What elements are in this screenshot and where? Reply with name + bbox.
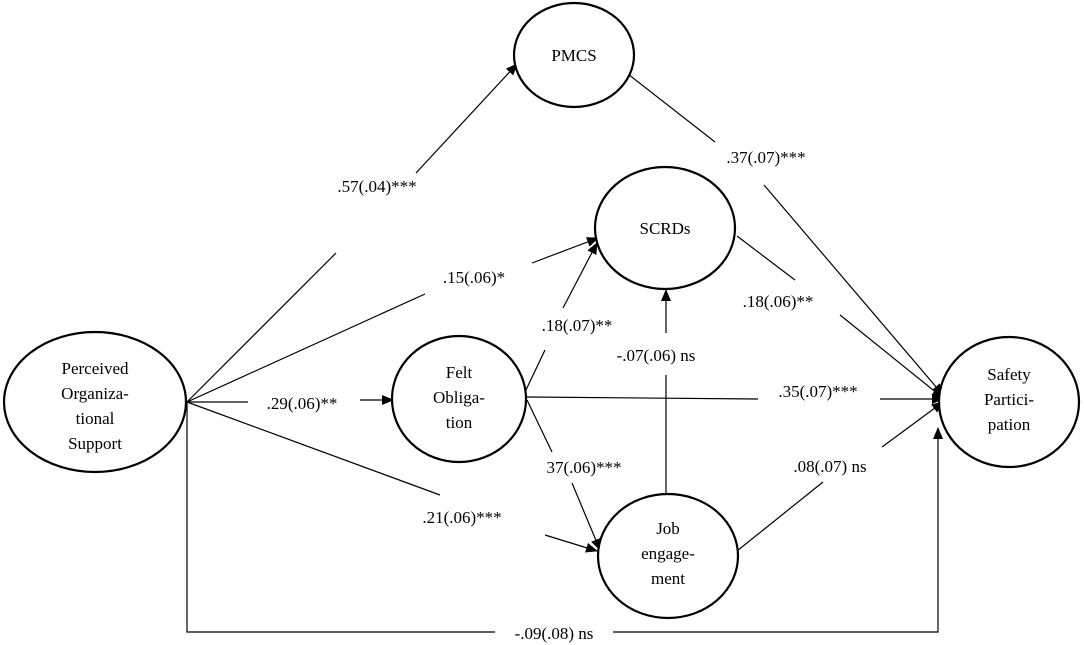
edge-felt-scrds <box>524 349 546 393</box>
node-safety-participation: Safety Partici- pation <box>937 335 1081 469</box>
edge-pmcs-safety-arrow <box>763 184 944 396</box>
edge-job-safety-arrow <box>881 401 944 448</box>
coef-felt-safety: .35(.07)*** <box>778 382 857 401</box>
node-label-line: SCRDs <box>639 219 690 238</box>
coef-scrds-safety: .18(.06)** <box>743 292 814 311</box>
edge-scrds-safety-arrow <box>839 314 944 399</box>
coef-pos-safety: -.09(.08) ns <box>515 624 594 643</box>
node-label-line: PMCS <box>551 46 596 65</box>
edge-felt-job-arrow <box>571 482 601 551</box>
edge-job-safety <box>736 481 824 552</box>
edge-felt-job <box>526 399 553 453</box>
node-scrds: SCRDs <box>593 165 737 291</box>
node-label-line: ment <box>651 569 685 588</box>
edge-felt-scrds-arrow <box>562 242 598 309</box>
edge-scrds-safety <box>736 235 796 281</box>
node-job-engagement: Job engage- ment <box>596 492 740 620</box>
edge-pos-scrds-arrow <box>531 237 599 264</box>
edge-pos-scrds <box>186 293 426 403</box>
node-label-line: Partici- <box>984 390 1034 409</box>
edge-pmcs-safety <box>627 73 716 143</box>
coef-job-safety: .08(.07) ns <box>793 457 866 476</box>
node-label-line: Job <box>656 519 680 538</box>
edge-pos-pmcs-arrow <box>415 63 518 174</box>
node-label-line: Obliga- <box>433 388 485 407</box>
node-label-line: Support <box>68 434 122 453</box>
coef-pos-felt: .29(.06)** <box>267 394 338 413</box>
node-label-line: pation <box>988 415 1031 434</box>
coef-pos-job: .21(.06)*** <box>422 508 501 527</box>
node-felt-obligation: Felt Obliga- tion <box>390 334 528 464</box>
node-label-line: Organiza- <box>61 384 129 403</box>
coef-pmcs-safety: .37(.07)*** <box>726 148 805 167</box>
edge-pos-safety-right <box>613 427 943 633</box>
coef-pos-scrds: .15(.06)* <box>443 268 505 287</box>
node-perceived-organizational-support: Perceived Organiza- tional Support <box>2 330 188 474</box>
node-pmcs: PMCS <box>512 1 636 109</box>
edge-pos-job-arrow <box>544 534 598 553</box>
coef-felt-job: 37(.06)*** <box>546 458 621 477</box>
coef-pos-pmcs: .57(.04)*** <box>337 177 416 196</box>
node-label-line: Safety <box>987 365 1031 384</box>
edge-pos-pmcs <box>186 252 337 403</box>
coef-job-scrds: -.07(.06) ns <box>617 346 696 365</box>
edge-pos-job <box>186 401 441 496</box>
edges <box>186 63 944 633</box>
node-label-line: Felt <box>446 363 473 382</box>
node-label-line: tion <box>446 413 473 432</box>
edge-felt-safety <box>526 396 759 400</box>
node-label-line: tional <box>76 409 115 428</box>
coef-felt-scrds: .18(.07)** <box>542 316 613 335</box>
coefficient-labels: .57(.04)*** .37(.07)*** .15(.06)* .18(.0… <box>267 148 867 643</box>
node-label-line: Perceived <box>61 359 129 378</box>
edge-pos-safety-left <box>186 402 495 633</box>
node-label-line: engage- <box>641 544 695 563</box>
